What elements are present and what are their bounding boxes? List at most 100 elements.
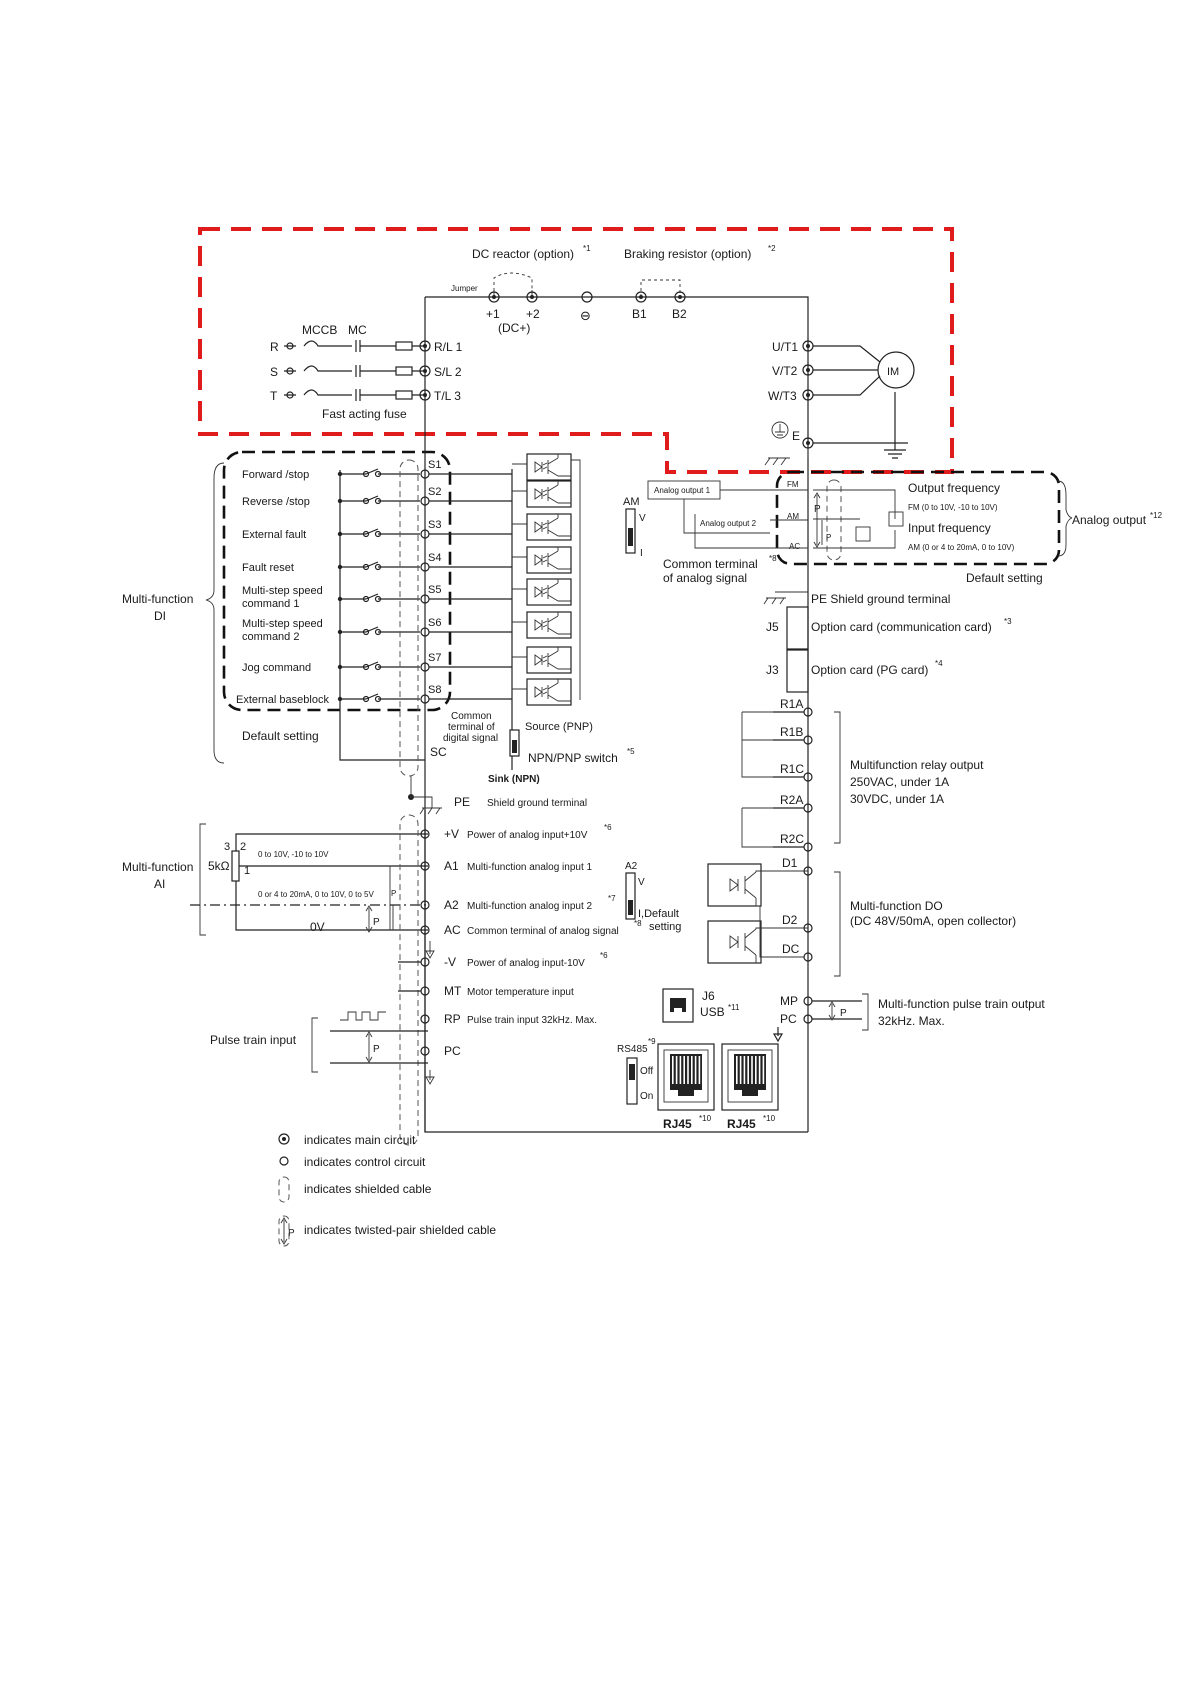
pot-value: 5kΩ <box>208 859 230 873</box>
di-common-3: digital signal <box>443 733 498 744</box>
svg-text:250VAC, under 1A: 250VAC, under 1A <box>850 775 949 789</box>
a2-switch[interactable] <box>625 872 636 920</box>
ai-terminal-desc: Power of analog input-10V <box>467 958 585 969</box>
ai-row-v: -V Power of analog input-10V *6 <box>398 951 608 969</box>
di-label: Multi-step speed <box>242 585 323 597</box>
rj45-port-2[interactable]: RJ45 *10 <box>721 1043 779 1131</box>
mc-label: MC <box>348 323 367 337</box>
ao-twisted-p: P <box>814 504 821 515</box>
rs485-label: RS485 <box>617 1044 648 1055</box>
di-optocouplers <box>512 453 581 706</box>
rj45-label: RJ45 <box>727 1117 756 1131</box>
am-switch[interactable] <box>625 508 636 554</box>
j3-text: Option card (PG card) <box>811 663 928 677</box>
do-terminal-label: D2 <box>782 913 798 927</box>
di-terminal-label: S7 <box>428 652 441 664</box>
fuse-r <box>395 341 413 351</box>
motor-label: IM <box>887 366 899 378</box>
di-label: External baseblock <box>236 694 329 706</box>
source-label: Source (PNP) <box>525 721 593 733</box>
ao-common-1: Common terminal <box>663 557 758 571</box>
ao-default-box <box>775 470 1061 566</box>
optocoupler-5 <box>512 578 572 606</box>
ai-shield-p: P <box>391 889 396 898</box>
do-terminal-label: D1 <box>782 856 798 870</box>
dc-reactor-note: *1 <box>583 244 591 253</box>
usb-note: *11 <box>728 1003 740 1012</box>
rs485-switch[interactable] <box>626 1057 638 1105</box>
zero-v-label: 0V <box>310 920 325 934</box>
di-label: Fault reset <box>242 562 294 574</box>
usb-port[interactable] <box>662 988 694 1023</box>
di-label: Forward /stop <box>242 469 309 481</box>
ai-range-2: 0 or 4 to 20mA, 0 to 10V, 0 to 5V <box>258 890 374 899</box>
j5-label: J5 <box>766 620 779 634</box>
di-common-2: terminal of <box>448 722 495 733</box>
ao-v-label: V <box>639 513 646 524</box>
ai-terminal-label: +V <box>444 827 459 841</box>
relay-terminal-label: R2A <box>780 793 803 807</box>
ut1-label: U/T1 <box>772 340 798 354</box>
rj45-note: *10 <box>763 1114 776 1123</box>
analog-output-note: *12 <box>1150 511 1163 520</box>
ai-range-1: 0 to 10V, -10 to 10V <box>258 850 329 859</box>
ai-note: *6 <box>600 951 608 960</box>
di-terminal-label: S2 <box>428 486 441 498</box>
relay-terminal-label: R1A <box>780 697 803 711</box>
ai-terminal-label: MT <box>444 984 462 998</box>
optocoupler-2 <box>512 480 572 508</box>
legend-p: P <box>288 1228 295 1239</box>
optocoupler-1 <box>512 453 572 481</box>
output-frequency-label: Output frequency <box>908 481 1000 495</box>
di-label: command 2 <box>242 631 299 643</box>
ai-terminal-label: -V <box>444 955 456 969</box>
option-card-comm[interactable] <box>786 606 809 650</box>
pulse-out-2: 32kHz. Max. <box>878 1014 945 1028</box>
rs485-on: On <box>640 1091 653 1102</box>
ai-shield <box>399 814 419 1146</box>
dc-terminals <box>488 291 686 303</box>
optocoupler-7 <box>512 646 572 674</box>
analog-output-1: Analog output 1 <box>654 486 711 495</box>
do-text-2: (DC 48V/50mA, open collector) <box>850 914 1016 928</box>
ao-shield <box>826 479 842 561</box>
rj45-note: *10 <box>699 1114 712 1123</box>
rj45-port-1[interactable]: RJ45*10 <box>657 1043 715 1131</box>
input-frequency-label: Input frequency <box>908 521 991 535</box>
ai-terminal-desc: Pulse train input 32kHz. Max. <box>467 1015 597 1026</box>
ai-group-label-1: Multi-function <box>122 860 193 874</box>
ai-terminal-desc: Motor temperature input <box>467 987 574 998</box>
ao-i-label: I <box>640 548 643 559</box>
pulse-twisted-p: P <box>373 1044 380 1055</box>
do-optocoupler-1 <box>707 863 808 907</box>
di-shield <box>399 459 419 777</box>
braking-resistor-label: Braking resistor (option) <box>624 247 751 261</box>
jumper-label: Jumper <box>451 284 478 293</box>
b2-label: B2 <box>672 307 687 321</box>
am-range: AM (0 or 4 to 20mA, 0 to 10V) <box>908 543 1015 552</box>
fm-terminal: FM <box>787 480 799 489</box>
di-terminal-label: S1 <box>428 459 441 471</box>
pulse-out-1: Multi-function pulse train output <box>878 997 1045 1011</box>
right-pe-label: PE Shield ground terminal <box>811 592 950 606</box>
ai-terminal-desc: Multi-function analog input 1 <box>467 862 593 873</box>
option-card-pg[interactable] <box>786 649 809 693</box>
npn-pnp-switch[interactable] <box>509 729 520 757</box>
pe-label: PE <box>454 795 470 809</box>
fuse-t <box>395 390 413 400</box>
motor <box>877 351 915 389</box>
di-default-box <box>222 450 452 712</box>
sc-label: SC <box>430 745 447 759</box>
plus2-label: +2 <box>526 307 540 321</box>
mp-twisted-p: P <box>840 1008 847 1019</box>
analog-output-label: Analog output <box>1072 513 1147 527</box>
mp-label: MP <box>780 994 798 1008</box>
power-input-phases: R S T <box>270 340 431 403</box>
